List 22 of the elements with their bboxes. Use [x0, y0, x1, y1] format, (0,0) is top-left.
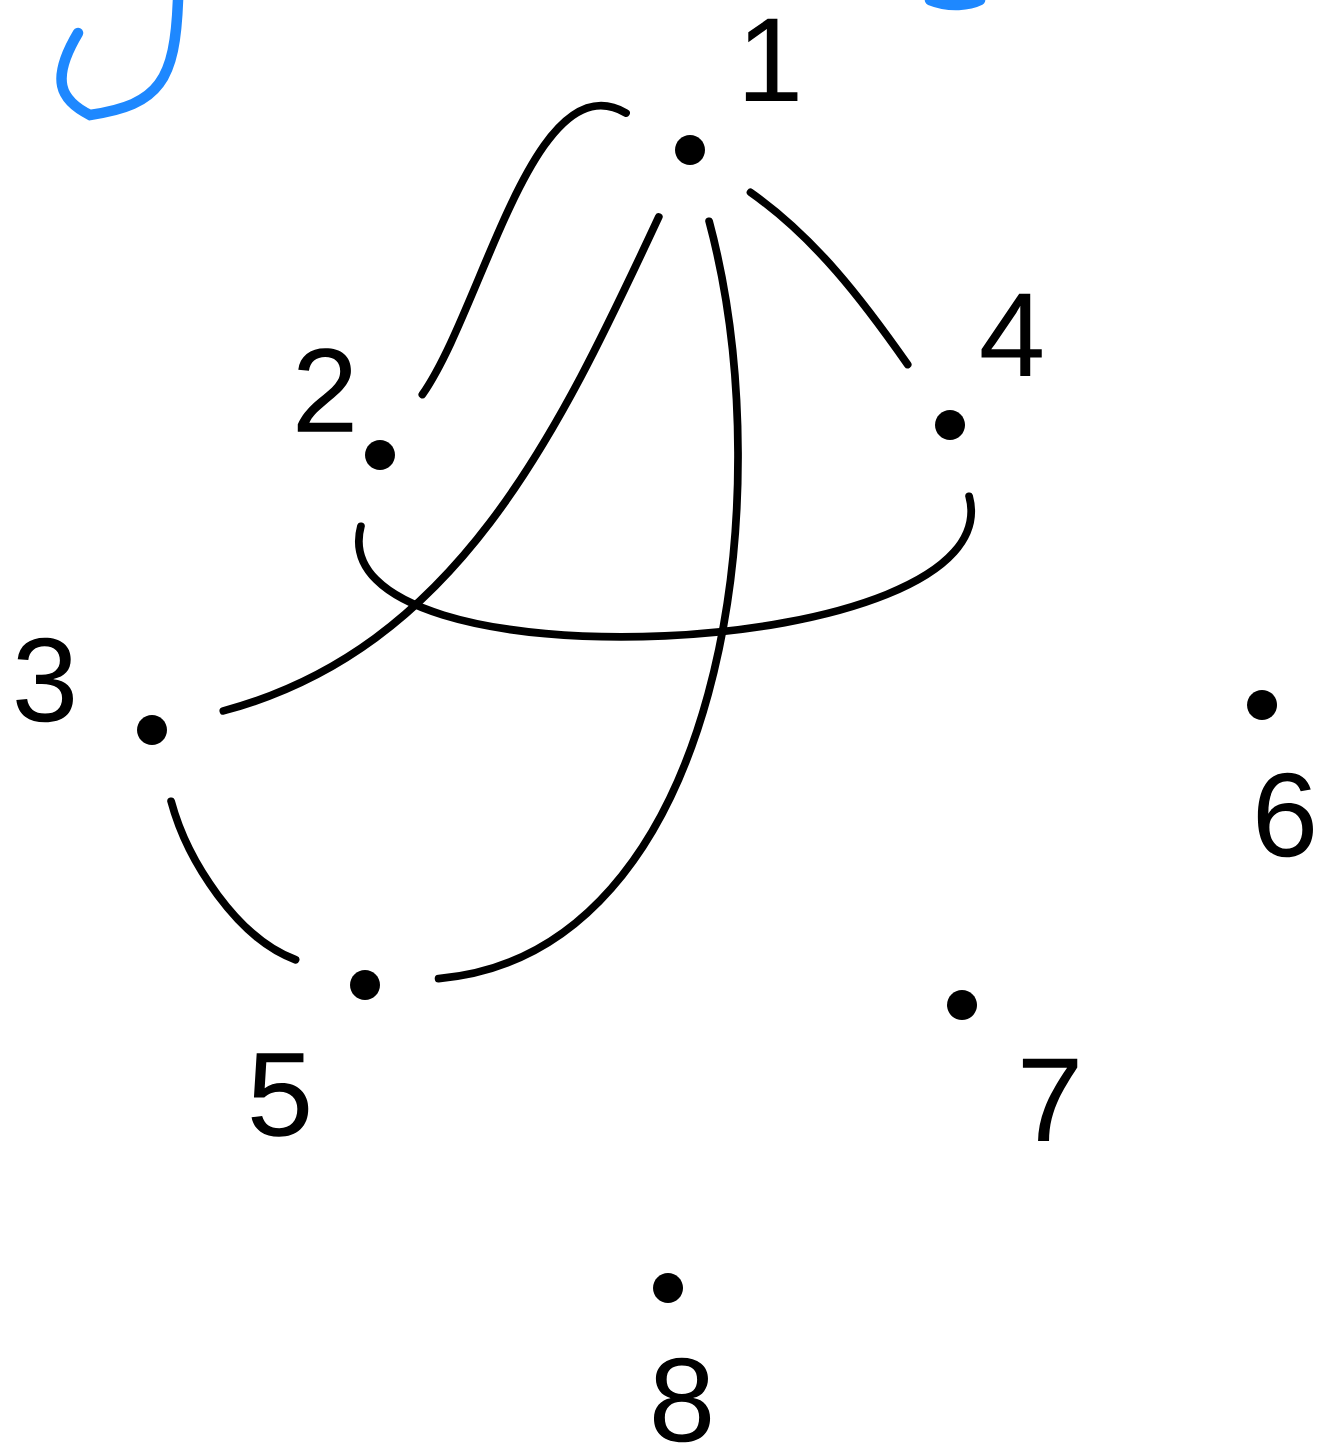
edge — [357, 492, 973, 641]
vertex: 8 — [653, 1273, 711, 1443]
edge — [219, 213, 663, 715]
edge — [167, 797, 300, 964]
node-label: 4 — [981, 293, 1042, 377]
node-label: 2 — [297, 348, 353, 432]
vertex: 2 — [297, 348, 395, 470]
node-label: 8 — [653, 1357, 711, 1443]
node-label: 3 — [16, 637, 73, 723]
vertex: 4 — [935, 293, 1042, 440]
vertex: 3 — [16, 637, 167, 745]
node-label: 5 — [251, 1053, 309, 1137]
edge — [418, 101, 630, 399]
vertex: 1 — [675, 18, 798, 165]
edge — [434, 217, 742, 983]
node-label: 7 — [1022, 1058, 1078, 1142]
vertex: 6 — [1247, 690, 1313, 858]
edge — [746, 188, 912, 369]
node-label: 6 — [1257, 772, 1313, 858]
node-label: 1 — [745, 18, 798, 102]
vertex: 5 — [251, 970, 380, 1137]
vertex: 7 — [947, 990, 1078, 1142]
